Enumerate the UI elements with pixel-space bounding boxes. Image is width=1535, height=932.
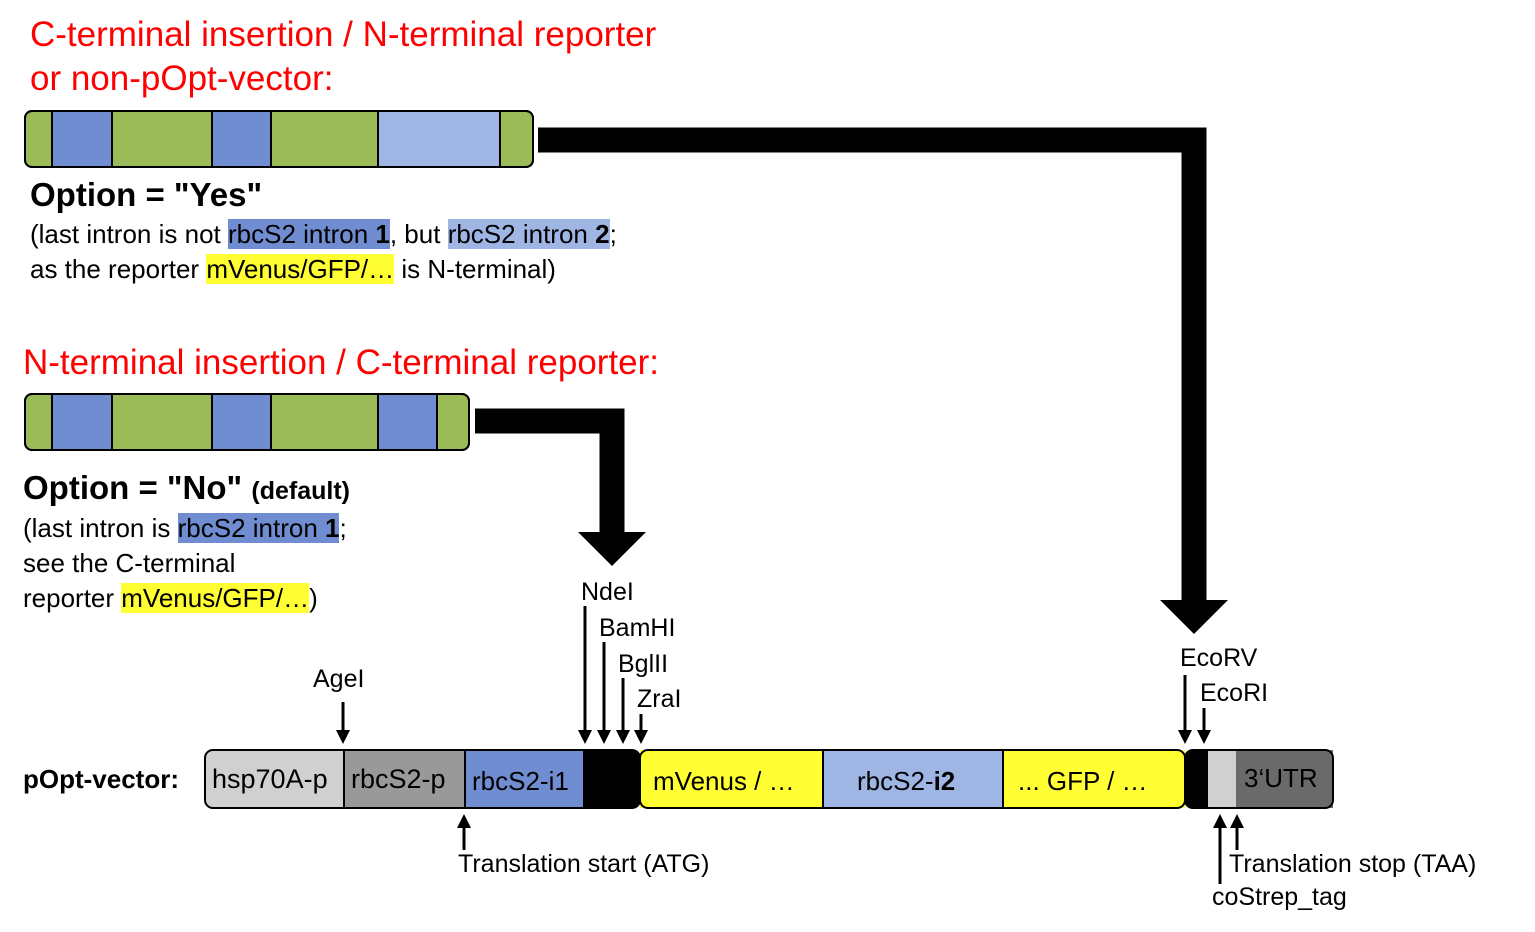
no-desc-line2: see the C-terminal — [23, 548, 236, 578]
highlight-reporter: mVenus/GFP/… — [121, 583, 310, 613]
vector-label: pOpt-vector: — [23, 764, 179, 794]
highlight-reporter: mVenus/GFP/… — [206, 254, 395, 284]
no-desc-line1: (last intron is rbcS2 intron 1; — [23, 513, 347, 543]
construct-bar-no — [24, 393, 470, 451]
highlight-rbcs2-intron2: rbcS2 intron 2 — [447, 219, 610, 249]
site-ecori: EcoRI — [1200, 679, 1269, 707]
site-zrai: ZraI — [637, 685, 682, 713]
translation-start-label: Translation start (ATG) — [458, 850, 710, 878]
segment-rbcs2-p: rbcS2-p — [351, 764, 446, 794]
option-no-title: Option = "No" (default) — [23, 469, 350, 506]
site-arrows — [336, 606, 1211, 744]
site-bglii: BglII — [618, 650, 669, 678]
site-ndei: NdeI — [581, 578, 634, 606]
up-arrows — [457, 814, 1244, 884]
yes-heading-line2: or non-pOpt-vector: — [30, 59, 334, 98]
costrep-tag-label: coStrep_tag — [1212, 883, 1347, 911]
highlight-rbcs2-intron1: rbcS2 intron 1 — [177, 513, 340, 543]
segment-rbcs2-i2: rbcS2-i2 — [857, 766, 956, 796]
segment-mvenus: mVenus / … — [653, 766, 795, 796]
vector-bar — [204, 749, 1334, 809]
highlight-rbcs2-intron1: rbcS2 intron 1 — [227, 219, 390, 249]
site-ecorv: EcoRV — [1180, 644, 1258, 672]
no-desc-line3: reporter mVenus/GFP/…) — [23, 583, 318, 613]
construct-bar-yes — [24, 110, 534, 168]
segment-rbcs2-i1: rbcS2-i1 — [472, 766, 569, 796]
option-yes-title: Option = "Yes" — [30, 176, 263, 213]
segment-hsp70a-p: hsp70A-p — [212, 764, 328, 794]
yes-desc-line1: (last intron is not rbcS2 intron 1, but … — [30, 219, 617, 249]
no-heading: N-terminal insertion / C-terminal report… — [23, 343, 660, 382]
yes-desc-line2: as the reporter mVenus/GFP/… is N-termin… — [30, 254, 556, 284]
site-agei: AgeI — [313, 665, 365, 693]
segment-3utr: 3‘UTR — [1244, 763, 1318, 793]
site-bamhi: BamHI — [599, 614, 676, 642]
big-arrow-no — [475, 408, 646, 566]
translation-stop-label: Translation stop (TAA) — [1229, 850, 1477, 878]
yes-heading-line1: C-terminal insertion / N-terminal report… — [30, 15, 657, 54]
segment-gfp: ... GFP / … — [1018, 766, 1148, 796]
big-arrow-yes — [538, 127, 1228, 634]
